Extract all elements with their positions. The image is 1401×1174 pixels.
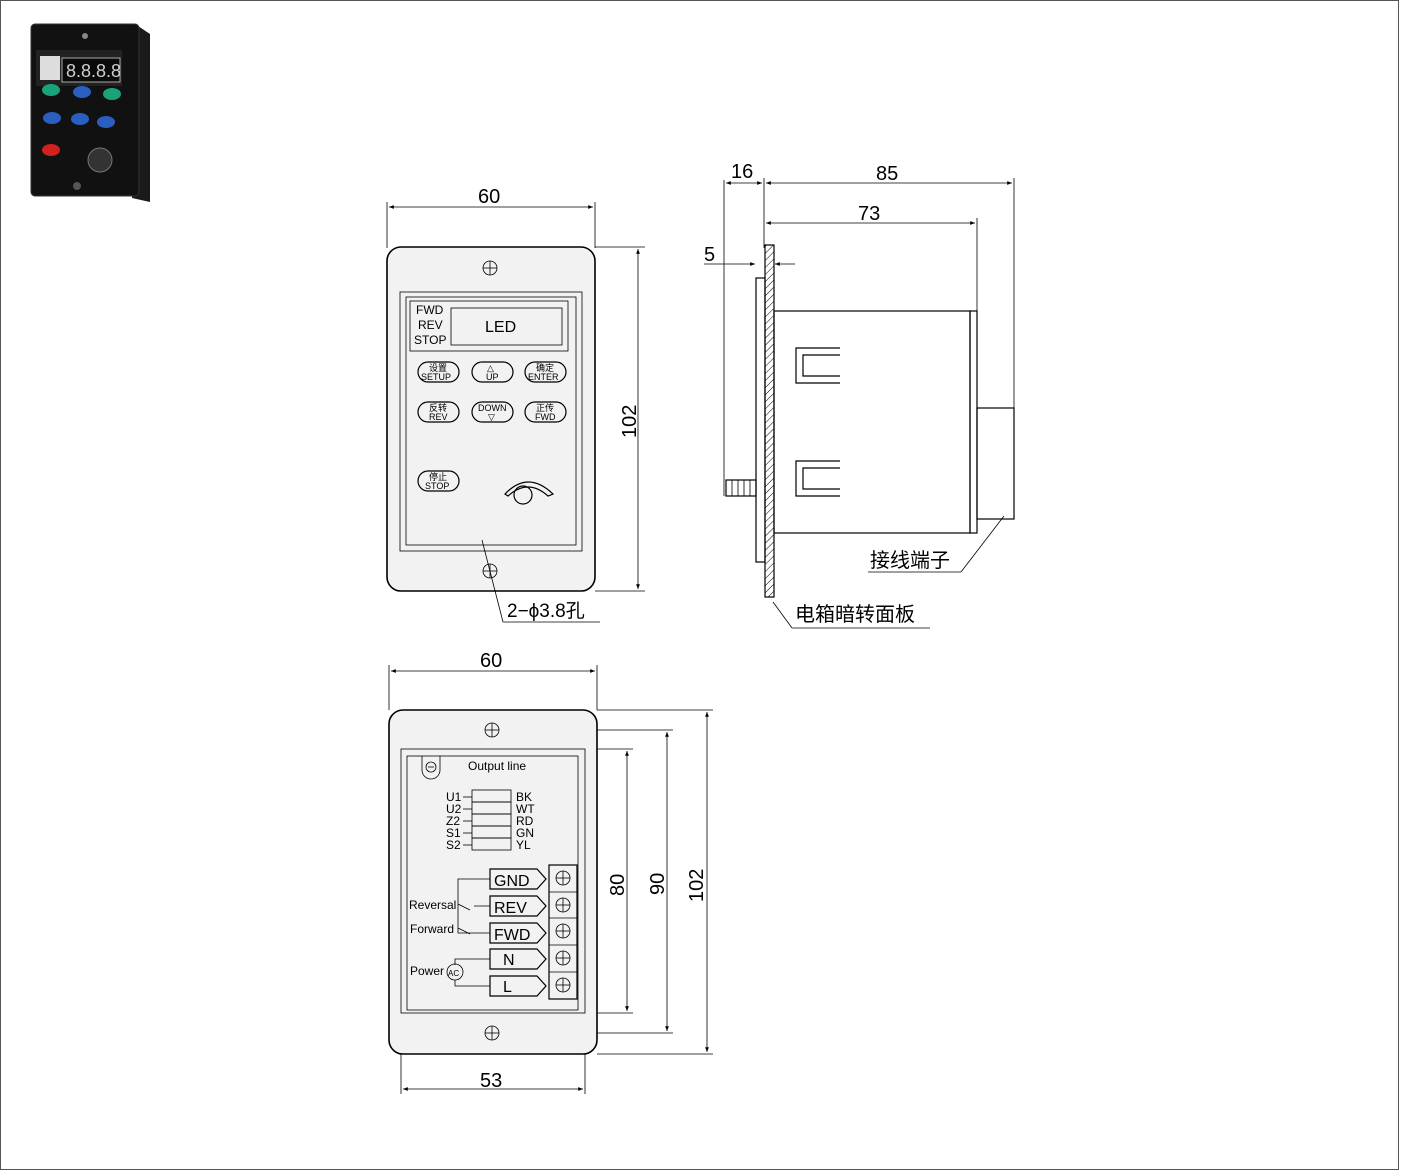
btn-down-symbol: ▽ [488,412,495,422]
dim-front-height: 102 [619,405,641,438]
btn-up-en: UP [486,372,499,382]
wire-pin-s1: S1 [446,826,461,840]
wire-color-yl: YL [516,838,531,852]
dim-side-body: 73 [858,203,880,225]
btn-down-en: DOWN [478,403,507,413]
terminal-fwd: FWD [494,927,530,944]
btn-enter-cn: 确定 [536,362,554,373]
terminal-l: L [503,979,512,996]
terminal-gnd: GND [494,873,530,890]
btn-rev-en: REV [429,412,448,422]
product-photo: 8.8.8.8 [30,23,150,202]
btn-up-symbol: △ [487,363,494,373]
photo-led-digits: 8.8.8.8 [66,61,121,81]
hole-label: 2−ϕ3.8孔 [507,600,585,622]
dim-back-80: 80 [607,874,629,896]
dim-side-panel: 5 [704,244,715,266]
btn-fwd-cn: 正传 [536,402,554,413]
wire-pin-u2: U2 [446,802,462,816]
front-view: 60 102 FWD REV STOP LED 设置 SETUP △ UP 确定… [386,186,645,623]
dim-back-90: 90 [647,873,669,895]
wire-pin-z2: Z2 [446,814,460,828]
btn-stop-cn: 停止 [429,471,447,482]
btn-enter-en: ENTER [528,372,559,382]
label-ac: AC [448,969,459,978]
btn-rev-cn: 反转 [429,402,447,413]
btn-fwd-en: FWD [535,412,556,422]
side-view: 16 85 73 5 接线端子 电箱暗转面板 [704,161,1015,629]
dim-side-bezel: 16 [731,161,753,183]
dim-back-inner-width: 53 [480,1070,502,1092]
wire-pin-s2: S2 [446,838,461,852]
wire-color-gn: GN [516,826,534,840]
dim-front-width: 60 [478,186,500,208]
dim-side-total: 85 [876,163,898,185]
btn-setup-cn: 设置 [429,363,447,373]
label-power: Power [410,964,444,978]
wire-pin-u1: U1 [446,790,462,804]
output-line-title: Output line [468,759,526,773]
wire-color-bk: BK [516,790,532,804]
dim-back-width: 60 [480,650,502,672]
label-forward: Forward [410,922,454,936]
terminal-label: 接线端子 [870,549,950,572]
led-display-label: LED [485,319,516,336]
status-rev: REV [418,318,443,332]
status-fwd: FWD [416,303,444,317]
terminal-rev: REV [494,900,527,917]
panel-label: 电箱暗转面板 [795,603,915,626]
back-view: 60 53 80 90 102 Output line [388,650,713,1094]
btn-stop-en: STOP [425,481,449,491]
btn-setup-en: SETUP [421,372,451,382]
label-reversal: Reversal [409,898,456,912]
status-stop: STOP [414,333,446,347]
wire-color-wt: WT [516,802,535,816]
terminal-n: N [503,952,515,969]
wire-color-rd: RD [516,814,534,828]
dim-back-102: 102 [686,869,708,902]
